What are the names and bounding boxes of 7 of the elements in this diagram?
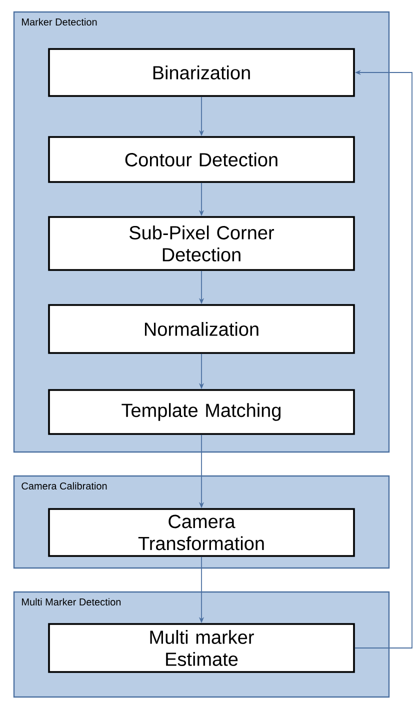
process-box: Binarization	[48, 48, 355, 97]
process-box: Template Matching	[48, 389, 355, 435]
process-box: Contour Detection	[48, 136, 355, 183]
process-box: Camera Transformation	[48, 508, 355, 557]
process-box: Multi marker Estimate	[48, 623, 355, 673]
process-box: Normalization	[48, 304, 355, 354]
process-box: Sub-Pixel Corner Detection	[48, 216, 355, 271]
